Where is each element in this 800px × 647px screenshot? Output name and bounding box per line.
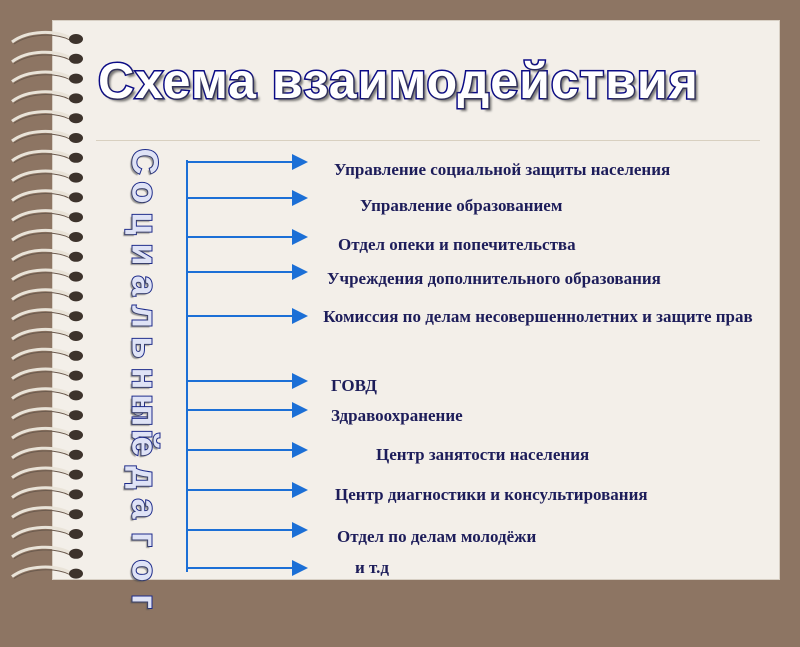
spiral-ring: [11, 169, 83, 184]
spiral-ring: [11, 387, 83, 401]
spiral-ring: [11, 486, 83, 500]
spiral-ring: [11, 545, 83, 560]
org-label-guardianship: Отдел опеки и попечительства: [338, 235, 576, 254]
spiral-ring: [11, 30, 83, 45]
spiral-ring: [11, 228, 83, 243]
org-label-additional-education: Учреждения дополнительного образования: [327, 269, 661, 288]
org-label-social-protection: Управление социальной защиты населения: [334, 160, 671, 179]
spiral-ring: [11, 50, 83, 65]
spiral-ring: [11, 288, 83, 302]
spiral-ring: [11, 129, 83, 144]
spiral-ring: [11, 70, 83, 85]
spiral-ring: [11, 446, 83, 461]
org-label-education-dept: Управление образованием: [360, 196, 563, 215]
page-title: Схема взаимодействия: [97, 52, 700, 111]
spiral-ring: [11, 209, 83, 223]
spiral-ring: [11, 367, 83, 382]
spiral-ring: [11, 407, 83, 421]
spiral-ring: [11, 149, 83, 164]
spiral-ring: [11, 525, 83, 540]
spiral-binding: [11, 30, 83, 580]
spiral-ring: [11, 90, 83, 104]
org-label-employment-center: Центр занятости населения: [376, 445, 590, 464]
spiral-ring: [11, 565, 83, 580]
org-label-diagnostics-center: Центр диагностики и консультирования: [335, 485, 648, 504]
spiral-ring: [11, 327, 83, 342]
spiral-ring: [11, 110, 83, 124]
spiral-ring: [11, 268, 83, 283]
notebook-page: [52, 20, 780, 580]
spiral-ring: [11, 347, 83, 362]
org-label-youth-affairs: Отдел по делам молодёжи: [337, 527, 537, 546]
vertical-letter: г: [124, 593, 167, 610]
title-divider: [96, 140, 760, 141]
spiral-ring: [11, 189, 83, 203]
org-label-govd: ГОВД: [331, 376, 378, 395]
spiral-ring: [11, 248, 83, 263]
spiral-ring: [11, 308, 83, 322]
spiral-ring: [11, 426, 83, 441]
spiral-ring: [11, 466, 83, 481]
org-label-healthcare: Здравоохранение: [331, 406, 463, 425]
spiral-ring: [11, 506, 83, 520]
org-label-juvenile-commission: Комиссия по делам несовершеннолетних и з…: [323, 307, 753, 326]
org-label-etc: и т.д: [355, 558, 389, 577]
